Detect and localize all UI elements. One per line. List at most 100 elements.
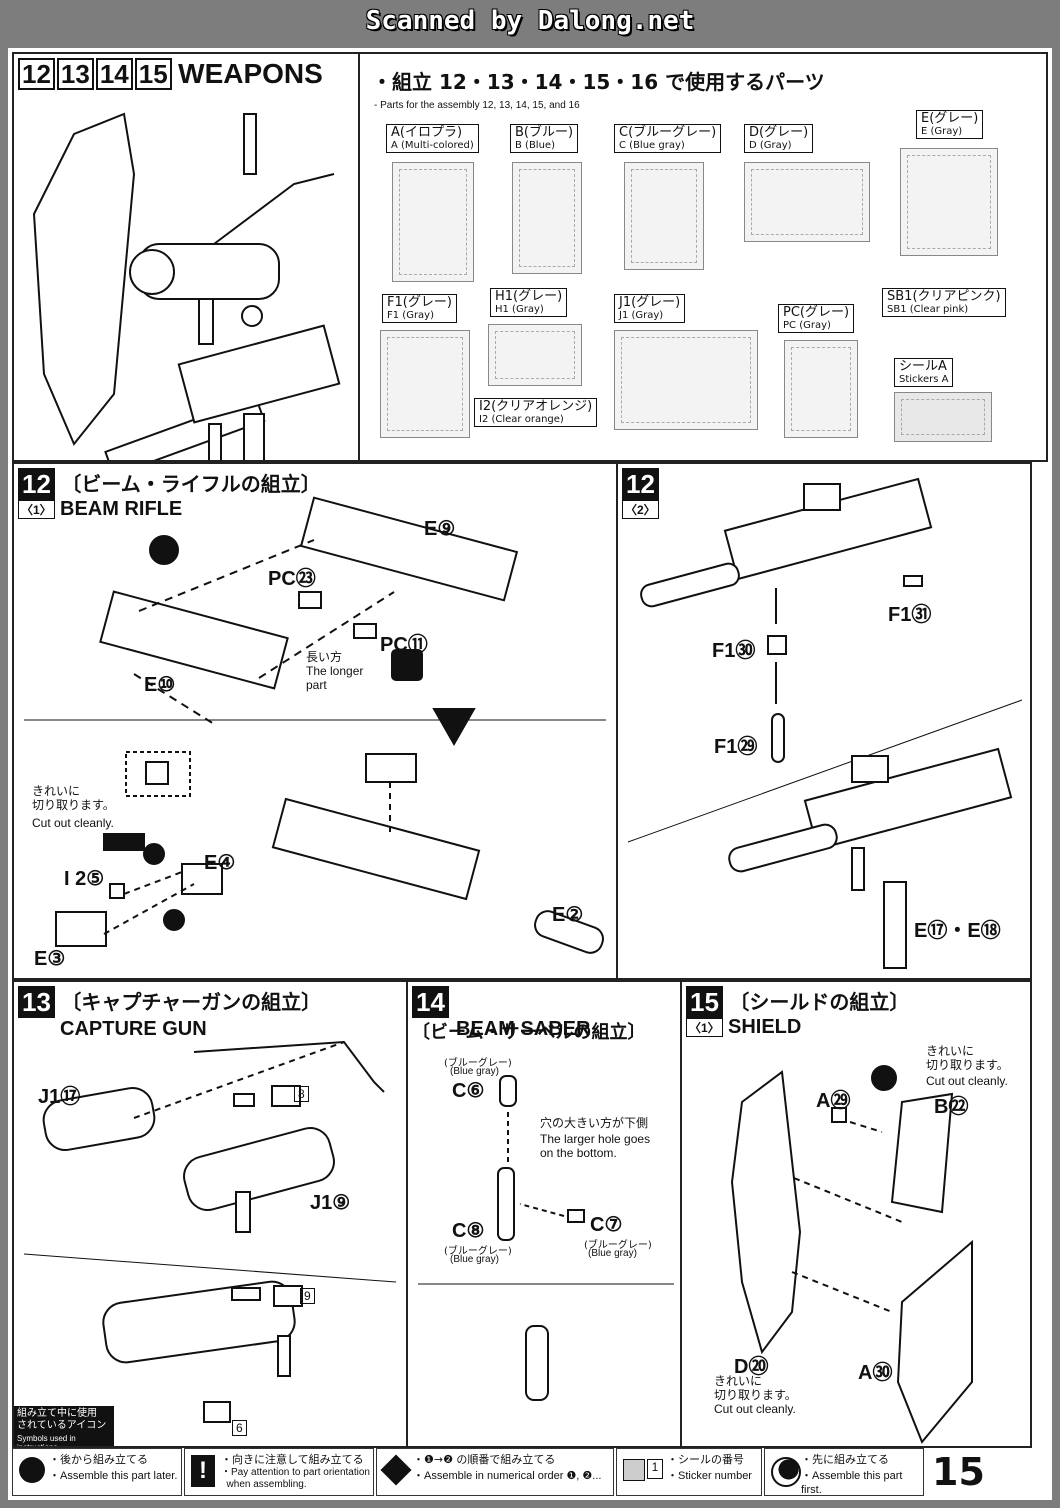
legend-en: ・Assemble this part later. xyxy=(49,1470,178,1482)
part-label-i25: I 2⑤ xyxy=(64,868,105,890)
symbols-en: Symbols used in instructions xyxy=(17,1434,76,1448)
part-label-b22: B㉒ xyxy=(934,1096,969,1118)
assemble-first-icon xyxy=(771,1457,801,1487)
step-badge: 12 xyxy=(18,58,55,90)
runner-j1 xyxy=(614,330,758,430)
legend-sticker: 1 ・シールの番号 ・Sticker number xyxy=(616,1448,762,1496)
later-icon xyxy=(19,1457,45,1483)
cut-en: Cut out cleanly. xyxy=(926,1074,1008,1088)
step13-panel: 13 〔キャプチャーガンの組立〕 CAPTURE GUN J1⑰ J1⑨ 8 9… xyxy=(12,980,408,1448)
legend-en: ・Sticker number xyxy=(667,1470,752,1482)
page-number: 15 xyxy=(932,1450,985,1494)
part-label-c6: C⑥ xyxy=(452,1080,485,1102)
capture-gun-diagram xyxy=(23,1040,397,1423)
runner-e xyxy=(900,148,998,256)
part-label-c8: C⑧ xyxy=(452,1220,485,1242)
step-header: 12 〔ビーム・ライフルの組立〕 xyxy=(18,468,321,500)
runner-label: I2(クリアオレンジ)I2 (Clear orange) xyxy=(474,398,598,427)
part-label-f131: F1㉛ xyxy=(888,604,932,626)
legend-later: ・後から組み立てる ・Assemble this part later. xyxy=(12,1448,182,1496)
cut-en: Cut out cleanly. xyxy=(32,816,114,830)
part-label-a29: A㉙ xyxy=(816,1090,851,1112)
parts-subtitle: - Parts for the assembly 12, 13, 14, 15,… xyxy=(374,100,580,111)
step-title-jp: 〔ビーム・サーベルの組立〕 xyxy=(412,1022,646,1043)
runner-b xyxy=(512,162,582,274)
step-number: 12 xyxy=(18,468,55,500)
step-sub: 〈1〉 xyxy=(686,1018,723,1037)
step-sub: 〈2〉 xyxy=(622,500,659,519)
runner-label: E(グレー)E (Gray) xyxy=(916,110,984,139)
c8-note-en: (Blue gray) xyxy=(450,1254,499,1265)
runner-label: PC(グレー)PC (Gray) xyxy=(778,304,855,333)
legend-en: ・Assemble in numerical order ❶, ❷... xyxy=(413,1470,602,1482)
legend-jp: ・先に組み立てる xyxy=(801,1453,889,1466)
watermark: Scanned by Dalong.net xyxy=(365,6,695,36)
legend-jp: ・後から組み立てる xyxy=(49,1453,148,1466)
cut-jp: きれいに 切り取ります。 xyxy=(32,784,115,812)
runner-f1 xyxy=(380,330,470,438)
step12-1-panel: 12 〔ビーム・ライフルの組立〕 〈1〉 BEAM RIFLE xyxy=(12,462,618,980)
longer-en: The longer part xyxy=(306,664,364,692)
part-label-e3: E③ xyxy=(34,948,66,970)
c7-note-en: (Blue gray) xyxy=(588,1248,637,1259)
step12-2-panel: 12 〈2〉 F1㉛ F1㉚ F1㉙ E⑰・E⑱ xyxy=(616,462,1032,980)
part-label-e4: E④ xyxy=(204,852,236,874)
weapons-illustration xyxy=(32,112,341,460)
legend-en: ・Pay attention to part orientation when … xyxy=(221,1467,370,1490)
step-number: 13 xyxy=(18,986,55,1018)
step-badge: 14 xyxy=(95,58,133,90)
runner-label: C(ブルーグレー)C (Blue gray) xyxy=(614,124,722,153)
legend-orientation: ! ・向きに注意して組み立てる ・Pay attention to part o… xyxy=(184,1448,374,1496)
step-header: 15 〔シールドの組立〕 xyxy=(686,986,909,1018)
part-label-f130: F1㉚ xyxy=(712,640,756,662)
legend-jp: ・向きに注意して組み立てる xyxy=(221,1453,364,1466)
symbols-box: 組み立て中に使用 されているアイコン Symbols used in instr… xyxy=(14,1406,114,1446)
runner-label: A(イロプラ)A (Multi-colored) xyxy=(386,124,479,153)
sticker-9: 9 xyxy=(300,1288,315,1304)
legend-first: ・先に組み立てる ・Assemble this part first. xyxy=(764,1448,924,1496)
part-label-c7: C⑦ xyxy=(590,1214,623,1236)
part-label-a30: A㉚ xyxy=(858,1362,893,1384)
weapons-title: WEAPONS xyxy=(178,58,323,89)
part-label-e17-e18: E⑰・E⑱ xyxy=(914,920,1001,942)
part-label-pc11: PC⑪ xyxy=(380,634,428,656)
runner-h1 xyxy=(488,324,582,386)
part-label-d20: D⑳ xyxy=(734,1356,769,1378)
exclamation-icon: ! xyxy=(191,1455,215,1487)
step14-panel: 14 〔ビーム・サーベルの組立〕 BEAM SABER (ブルーグレー) (Bl… xyxy=(406,980,682,1448)
part-label-e2: E② xyxy=(552,904,584,926)
hole-note-jp: 穴の大きい方が下側 xyxy=(540,1116,649,1130)
step-sub: 〈1〉 xyxy=(18,500,55,519)
part-label-e10: E⑩ xyxy=(144,674,176,696)
runner-a xyxy=(392,162,474,282)
runner-label: B(ブルー)B (Blue) xyxy=(510,124,579,153)
sticker-6: 6 xyxy=(232,1420,247,1436)
step-header: 14 〔ビーム・サーベルの組立〕 xyxy=(412,986,680,1044)
sticker-number-box: 1 xyxy=(647,1459,663,1479)
beam-rifle-diagram xyxy=(24,496,606,954)
beam-rifle-detail-diagram xyxy=(627,477,1023,969)
legend-jp: ・❶→❷ の順番で組み立てる xyxy=(413,1453,556,1466)
part-label-j117: J1⑰ xyxy=(38,1086,81,1108)
part-label-j19: J1⑨ xyxy=(310,1192,351,1214)
runner-label: F1(グレー)F1 (Gray) xyxy=(382,294,457,323)
step-badge: 15 xyxy=(134,58,172,90)
step-number: 14 xyxy=(412,986,449,1018)
c8-note-jp: (ブルーグレー) xyxy=(444,1246,512,1257)
step-number: 12 xyxy=(622,468,659,500)
shield-diagram xyxy=(730,1065,973,1444)
legend-jp: ・シールの番号 xyxy=(667,1453,744,1466)
beam-saber-diagram xyxy=(418,1075,674,1401)
shield-drawing xyxy=(32,112,136,446)
part-label-f129: F1㉙ xyxy=(714,736,758,758)
cut-en-2: Cut out cleanly. xyxy=(714,1402,796,1416)
c7-note-jp: (ブルーグレー) xyxy=(584,1240,652,1251)
step-title-en: BEAM SABER xyxy=(456,1018,591,1040)
step-title-jp: 〔シールドの組立〕 xyxy=(729,990,910,1014)
step-number: 15 xyxy=(686,986,723,1018)
runner-label: SB1(クリアピンク)SB1 (Clear pink) xyxy=(882,288,1006,317)
step15-panel: 15 〔シールドの組立〕 〈1〉 SHIELD A㉙ きれいに 切り取ります。 … xyxy=(680,980,1032,1448)
step-title-en: BEAM RIFLE xyxy=(60,498,183,520)
